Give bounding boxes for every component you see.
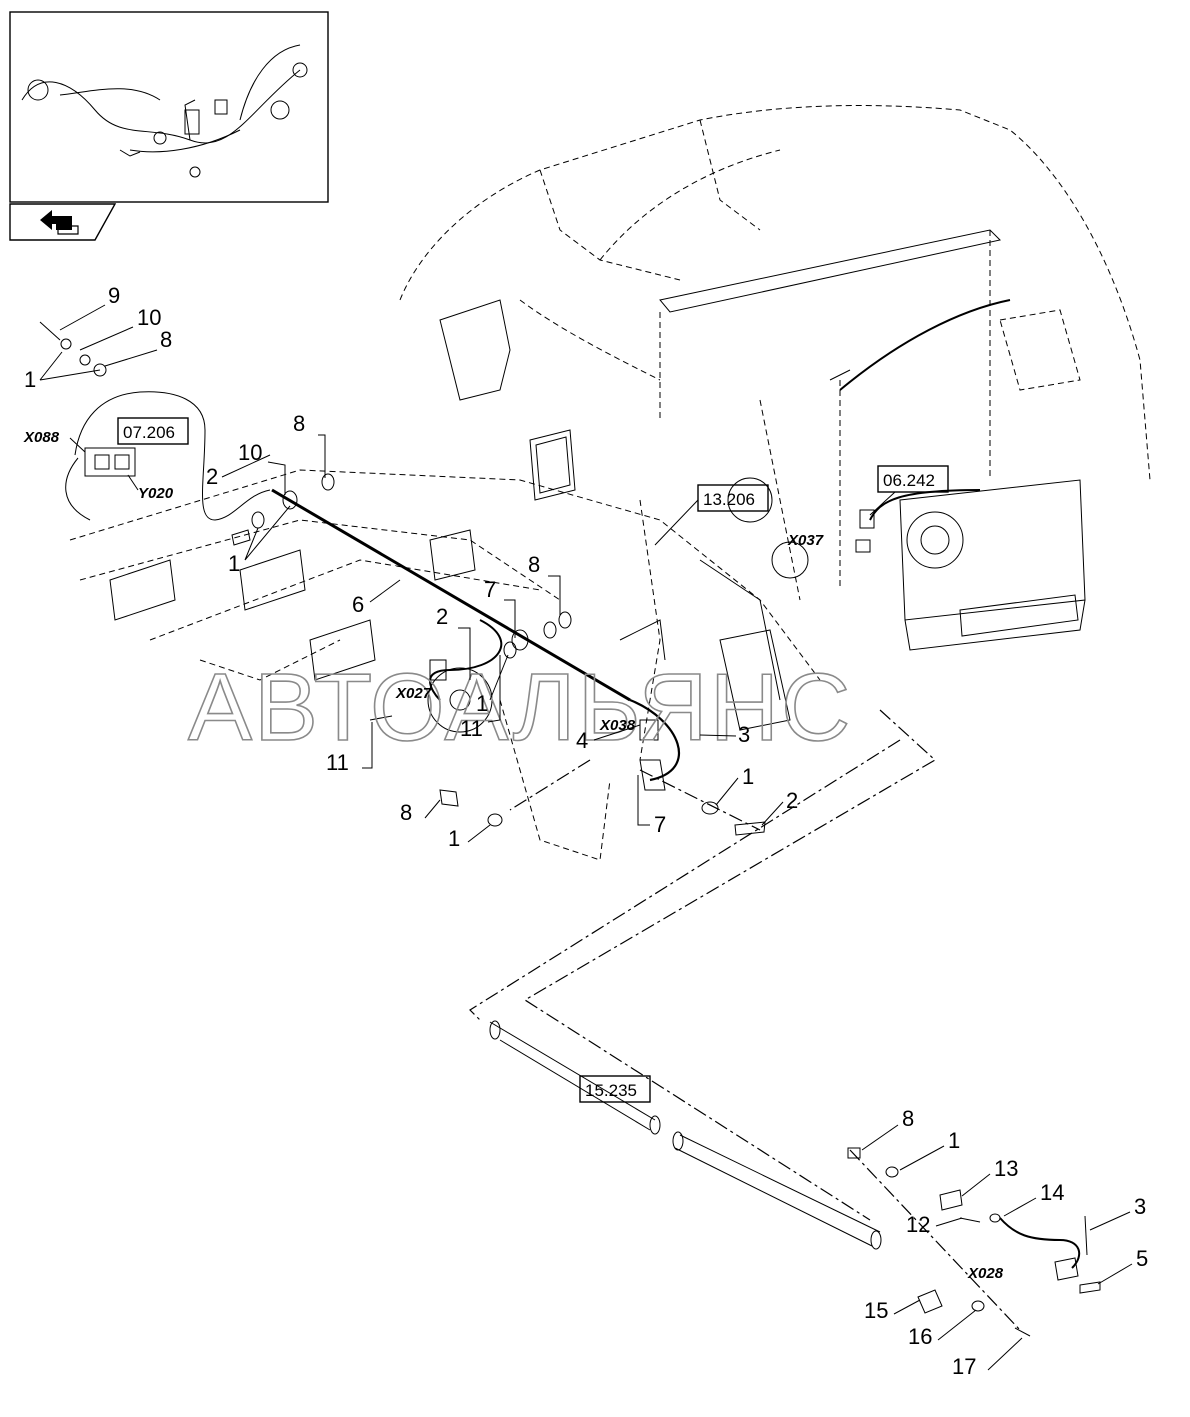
connector-x038-glyph (639, 719, 666, 791)
connector-label-x038: X038 (599, 717, 636, 734)
connector-label-y020: Y020 (138, 485, 174, 502)
callout-2-c: 2 (786, 788, 798, 813)
callout-13: 13 (994, 1156, 1018, 1181)
callout-17: 17 (952, 1354, 976, 1379)
callout-8-d: 8 (400, 800, 412, 825)
connector-label-x088: X088 (23, 429, 60, 446)
callout-3-a: 3 (738, 722, 750, 747)
callout-1-upper: 1 (24, 367, 36, 392)
callout-1-d: 1 (448, 826, 460, 851)
callout-8-upper: 8 (160, 327, 172, 352)
callout-15: 15 (864, 1298, 888, 1323)
callout-8-lower: 8 (902, 1106, 914, 1131)
back-navigation-button[interactable] (9, 203, 117, 241)
callout-10-upper: 10 (137, 305, 161, 330)
wiring-harness (65, 299, 1081, 1269)
ref-06242[interactable]: 06.242 (877, 465, 949, 493)
pipe-assembly (489, 1020, 882, 1250)
ref-15235[interactable]: 15.235 (579, 1075, 651, 1103)
callout-12: 12 (906, 1212, 930, 1237)
callout-16: 16 (908, 1324, 932, 1349)
callouts: 9 10 8 1 2 10 8 1 6 8 7 2 1 11 4 3 11 8 (24, 283, 1148, 1379)
connector-x027-glyph (429, 659, 447, 681)
routing-lines (469, 709, 1021, 1331)
ref-13206[interactable]: 13.206 (697, 484, 769, 512)
connector-x037-glyph (855, 509, 875, 553)
callout-2-b: 2 (436, 604, 448, 629)
callout-14: 14 (1040, 1180, 1064, 1205)
ref-07206[interactable]: 07.206 (117, 417, 189, 445)
callout-10-b: 10 (238, 440, 262, 465)
ref-13206-label: 13.206 (703, 490, 755, 509)
callout-1-b: 1 (228, 551, 240, 576)
callout-5: 5 (1136, 1246, 1148, 1271)
callout-1-c: 1 (476, 691, 488, 716)
callout-11-a: 11 (460, 716, 483, 741)
callout-8-c: 8 (528, 552, 540, 577)
callout-1-lower: 1 (948, 1128, 960, 1153)
callout-9: 9 (108, 283, 120, 308)
watermark-text: АВТОАЛЬЯНС (188, 654, 852, 761)
callout-3-lower: 3 (1134, 1194, 1146, 1219)
connector-label-x037: X037 (787, 532, 824, 549)
ref-15235-label: 15.235 (585, 1081, 637, 1100)
connector-label-x028: X028 (967, 1265, 1004, 1282)
callout-1-e: 1 (742, 764, 754, 789)
callout-7-a: 7 (484, 577, 496, 602)
combine-frame-drawing (69, 105, 1151, 861)
callout-11-b: 11 (326, 750, 349, 775)
callout-2-a: 2 (206, 464, 218, 489)
ref-07206-label: 07.206 (123, 423, 175, 442)
ref-06242-label: 06.242 (883, 471, 935, 490)
callout-4: 4 (576, 728, 588, 753)
connector-label-x027: X027 (395, 685, 432, 702)
hardware-parts (39, 321, 1101, 1337)
callout-6: 6 (352, 592, 364, 617)
callout-8-b: 8 (293, 411, 305, 436)
callout-7-b: 7 (654, 812, 666, 837)
thumbnail-panel[interactable] (9, 11, 329, 203)
back-arrow-icon[interactable] (40, 210, 79, 235)
connector-y020-glyph (84, 447, 136, 477)
